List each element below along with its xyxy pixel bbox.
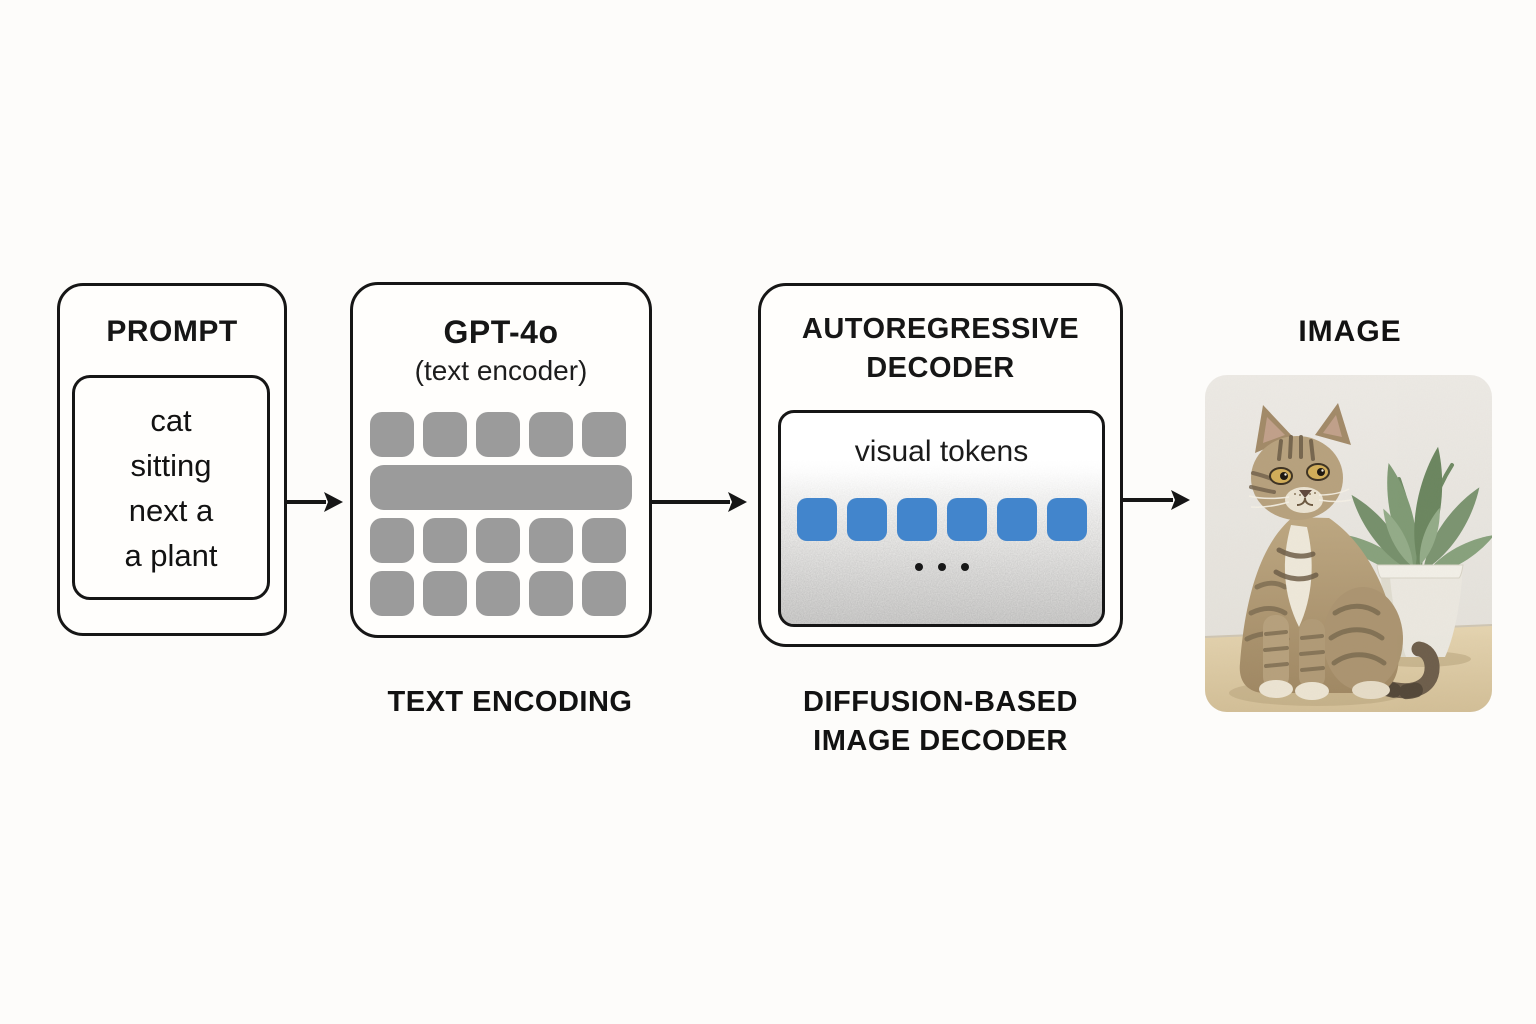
encoder-token bbox=[582, 518, 626, 563]
prompt-line: sitting bbox=[130, 447, 212, 483]
encoder-token bbox=[529, 518, 573, 563]
encoder-token bbox=[529, 571, 573, 616]
encoder-token bbox=[423, 571, 467, 616]
encoder-token bbox=[370, 518, 414, 563]
encoder-token bbox=[476, 518, 520, 563]
visual-token bbox=[847, 498, 887, 541]
encoder-token-row bbox=[370, 465, 632, 510]
encoder-token bbox=[370, 412, 414, 457]
encoder-token bbox=[423, 412, 467, 457]
encoder-token bbox=[370, 571, 414, 616]
prompt-box: PROMPT cat sitting next a a plant bbox=[57, 283, 287, 636]
image-title: IMAGE bbox=[1298, 315, 1402, 348]
visual-token bbox=[947, 498, 987, 541]
encoder-token bbox=[476, 571, 520, 616]
diffusion-decoder-caption: DIFFUSION-BASED IMAGE DECODER bbox=[758, 683, 1123, 761]
encoder-subtitle: (text encoder) bbox=[414, 355, 588, 386]
prompt-line: next a bbox=[128, 492, 214, 528]
visual-token bbox=[1047, 498, 1087, 541]
encoder-token-row bbox=[370, 518, 632, 563]
arrow-prompt-to-encoder bbox=[287, 492, 343, 512]
encoder-token-row bbox=[370, 412, 632, 457]
visual-tokens-label: visual tokens bbox=[854, 435, 1029, 468]
text-encoder-box: GPT-4o (text encoder) bbox=[350, 282, 652, 638]
prompt-text-box: cat sitting next a a plant bbox=[72, 375, 270, 600]
decoder-title-line: DECODER bbox=[866, 352, 1015, 384]
ellipsis-dot bbox=[914, 563, 923, 571]
encoder-token bbox=[582, 571, 626, 616]
prompt-line: cat bbox=[150, 402, 192, 438]
prompt-box-title: PROMPT bbox=[106, 315, 238, 348]
decoder-title-line: AUTOREGRESSIVE bbox=[801, 313, 1080, 345]
cat-and-plant-illustration bbox=[1205, 375, 1492, 712]
visual-token-row bbox=[797, 498, 1092, 541]
encoder-token bbox=[582, 412, 626, 457]
encoder-token bbox=[476, 412, 520, 457]
encoder-token-row bbox=[370, 571, 632, 616]
text-encoding-caption: TEXT ENCODING bbox=[387, 686, 633, 718]
arrow-encoder-to-decoder bbox=[652, 492, 747, 512]
diffusion-caption-line: IMAGE DECODER bbox=[813, 725, 1068, 757]
encoder-token-grid bbox=[370, 412, 632, 616]
prompt-line: a plant bbox=[124, 537, 218, 573]
ellipsis-dot bbox=[960, 563, 969, 571]
encoder-merged-token bbox=[370, 465, 632, 510]
visual-token bbox=[997, 498, 1037, 541]
visual-token bbox=[797, 498, 837, 541]
generated-cat-image bbox=[1205, 375, 1492, 712]
arrow-decoder-to-image bbox=[1123, 490, 1190, 510]
visual-token bbox=[897, 498, 937, 541]
decoder-title: AUTOREGRESSIVE DECODER bbox=[761, 310, 1120, 388]
encoder-token bbox=[529, 412, 573, 457]
visual-tokens-panel: visual tokens bbox=[778, 410, 1105, 627]
encoder-title: GPT-4o bbox=[443, 314, 559, 350]
ellipsis-dots bbox=[781, 563, 1102, 571]
ellipsis-dot bbox=[937, 563, 946, 571]
autoregressive-decoder-box: AUTOREGRESSIVE DECODER bbox=[758, 283, 1123, 647]
encoder-token bbox=[423, 518, 467, 563]
diffusion-caption-line: DIFFUSION-BASED bbox=[803, 686, 1078, 718]
